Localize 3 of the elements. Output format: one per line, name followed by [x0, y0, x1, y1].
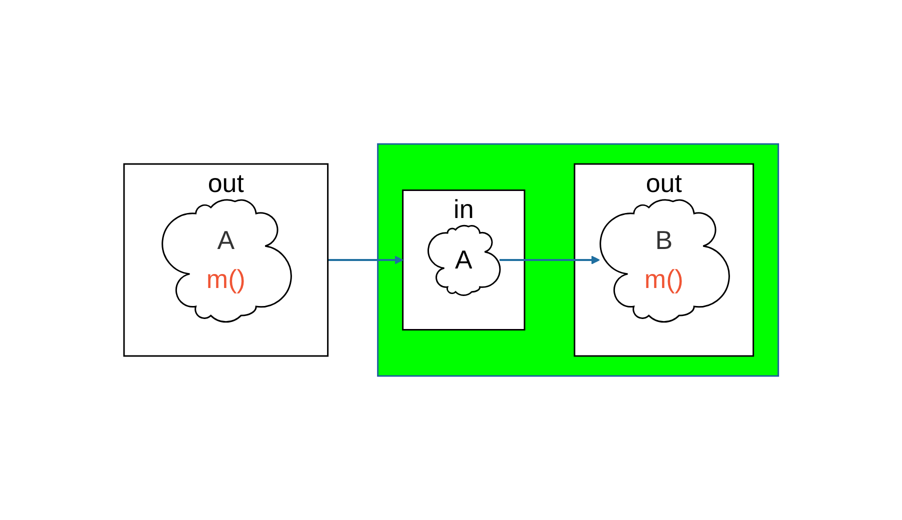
arrow: [328, 256, 404, 264]
cluster: [376, 143, 779, 377]
arrow: [499, 256, 600, 264]
